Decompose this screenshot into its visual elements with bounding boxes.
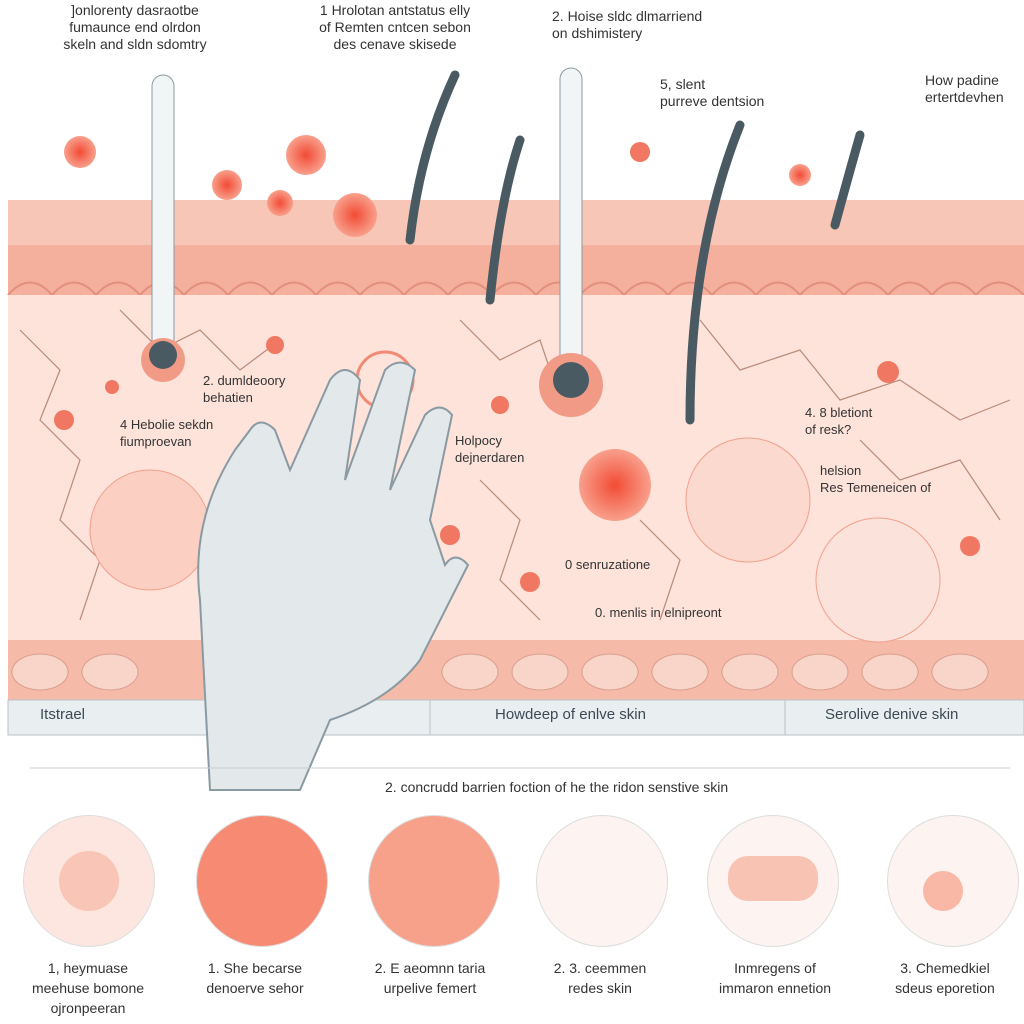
section-title: 2. concrudd barrien foction of he the ri… [385, 779, 729, 795]
circle-illustration-4 [536, 815, 668, 947]
thermometer-icon [141, 74, 185, 382]
label-mid-7: 0. menlis in elnipreont [595, 605, 722, 620]
hand-illustration [197, 361, 470, 791]
circle-illustration-3 [368, 815, 500, 947]
layer-label-bar [7, 699, 1024, 736]
skin-surface-layer [8, 200, 1024, 245]
nerve-nodes [54, 142, 980, 592]
layer-label-1: Itstrael [40, 706, 86, 723]
thermometer-icon [539, 67, 603, 417]
circle-illustration-1 [23, 815, 155, 947]
label-mid-6: 0 senruzatione [565, 557, 651, 572]
circle-illustration-6 [887, 815, 1019, 947]
circle-illustration-5 [707, 815, 839, 947]
layer-label-2: Howdeep of enlve skin [495, 706, 646, 723]
magnified-hand-circle [685, 437, 811, 563]
layer-label-3: Serolive denive skin [825, 706, 959, 723]
hair-strands [405, 70, 865, 425]
magnified-fingers-circle [815, 517, 941, 643]
inflammation-burst-icons [64, 135, 811, 902]
magnified-tissue-circle [89, 469, 211, 591]
circle-illustration-2 [196, 815, 328, 947]
